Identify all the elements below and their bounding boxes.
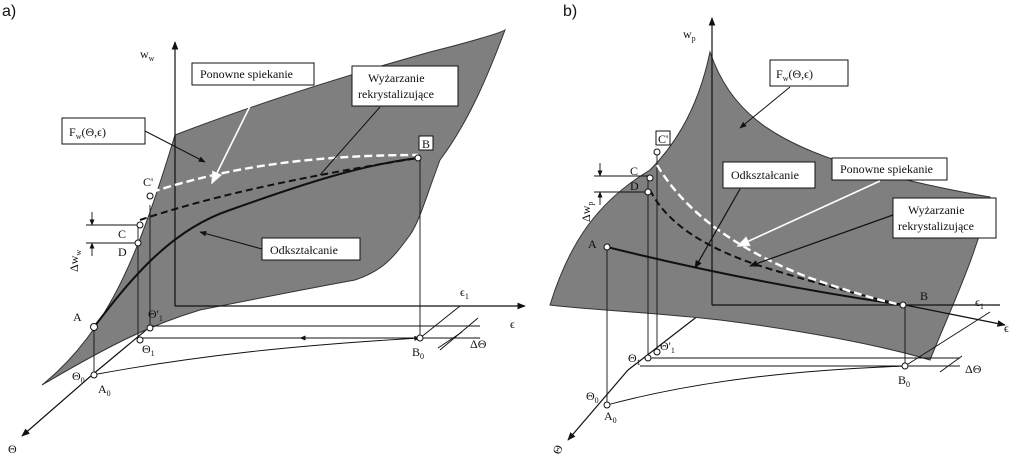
panel-a-pointer-deformation <box>199 230 263 250</box>
panel-a: a) ww ϵ ϵ1 Θ <box>2 3 526 456</box>
panel-b-point-B <box>899 301 907 309</box>
panel-a-label-B: B <box>422 137 430 151</box>
panel-b-label-Cp-box <box>655 130 671 146</box>
panel-a-label-delta-theta: ΔΘ <box>470 337 487 351</box>
panel-b-deformation-curve <box>606 246 904 306</box>
panel-b-box-recryst-line1: Wyżarzanie <box>908 203 965 217</box>
panel-a-label-C: C <box>118 227 126 241</box>
panel-a-box-surface <box>61 117 146 145</box>
panel-a-label: a) <box>2 3 16 20</box>
panel-b-floor-diag <box>904 311 991 367</box>
panel-b-point-Cp <box>653 148 661 156</box>
panel-b-pointer-surface <box>739 86 791 129</box>
panel-a-x-axis-label: ϵ <box>510 317 515 331</box>
panel-a-recryst-curve <box>139 157 419 221</box>
panel-b-box-recryst <box>892 197 997 239</box>
panel-b-point-D <box>644 188 652 196</box>
panel-b-label-D: D <box>630 179 639 193</box>
panel-a-box-resintering <box>191 62 315 86</box>
panel-a-eps1-label: ϵ1 <box>460 285 469 301</box>
panel-a-label-theta0: Θ0 <box>72 369 85 385</box>
panel-a-label-B-box <box>418 135 434 151</box>
panel-b-box-resintering <box>831 157 948 181</box>
panel-a-pointer-recryst <box>319 106 381 176</box>
panel-a-box-resintering-text: Ponowne spiekanie <box>200 67 293 81</box>
panel-a-delta-theta-tick <box>437 331 463 349</box>
panel-a-floor-diag-1 <box>419 305 461 339</box>
panel-a-vertical-axis-label: ww <box>140 47 155 63</box>
panel-a-label-B0: B0 <box>412 345 424 361</box>
panel-a-label-delta-w: Δww <box>67 250 83 272</box>
panel-b-label-B0: B0 <box>898 373 910 389</box>
panel-a-label-theta1: Θ1 <box>142 342 155 358</box>
panel-a-box-recryst <box>351 65 459 107</box>
panel-a-point-theta1 <box>136 336 144 344</box>
panel-b-point-B0 <box>901 362 909 370</box>
panel-b-depth-axis <box>567 369 629 441</box>
panel-b-label-theta1p: Θ'1 <box>660 339 675 355</box>
panel-b-label-delta-w: Δwp <box>579 202 595 222</box>
panel-a-pointer-resintering <box>212 85 261 183</box>
panel-b: b) wp ϵ ϵ1 Θ <box>549 3 1009 456</box>
panel-a-point-A0 <box>90 371 98 379</box>
panel-b-vertical-axis-label: wp <box>683 27 696 43</box>
panel-a-point-theta1p <box>146 324 154 332</box>
panel-b-label-delta-theta: ΔΘ <box>965 362 982 376</box>
panel-b-label-A0: A0 <box>604 409 617 425</box>
panel-a-point-Cp <box>146 192 154 200</box>
panel-b-delta-theta-tick <box>939 355 963 373</box>
panel-a-label-theta1p: Θ'1 <box>148 307 163 323</box>
panel-b-label-Cp: C' <box>658 132 668 146</box>
panel-b-point-theta1p <box>653 348 661 356</box>
panel-b-box-surface-text: Fw(Θ,ϵ) <box>776 67 813 83</box>
panel-a-box-recryst-line2: rekrystalizujące <box>358 87 434 101</box>
panel-a-label-D: D <box>118 245 127 259</box>
panel-a-point-B0 <box>416 334 424 342</box>
panel-a-point-C <box>136 221 144 229</box>
panel-b-pointer-deformation <box>694 188 741 269</box>
panel-b-box-deformation-text: Odkształcanie <box>731 168 799 182</box>
panel-b-label: b) <box>563 3 577 20</box>
panel-b-recryst-curve <box>649 189 904 306</box>
panel-b-box-deformation <box>722 161 816 189</box>
panel-a-box-recryst-line1: Wyżarzanie <box>368 71 425 85</box>
panel-b-box-resintering-text: Ponowne spiekanie <box>840 162 933 176</box>
panel-a-point-D <box>134 239 142 247</box>
panel-b-x-axis-ext <box>904 304 1006 327</box>
panel-b-point-C <box>646 174 654 182</box>
panel-b-label-A: A <box>588 237 597 251</box>
panel-a-resintering-curve <box>151 153 419 194</box>
panel-b-point-A0 <box>603 401 611 409</box>
panel-a-label-A: A <box>73 310 82 324</box>
panel-b-x-axis-label: ϵ <box>1004 321 1009 335</box>
panel-a-label-A0: A0 <box>98 382 111 398</box>
panel-a-label-Cp: C' <box>143 175 153 189</box>
panel-b-floor-curve <box>606 365 906 406</box>
panel-b-point-A <box>603 243 611 251</box>
panel-a-depth-axis <box>21 374 93 437</box>
panel-b-pointer-resintering <box>738 180 881 246</box>
panel-a-depth-axis-label: Θ <box>8 442 17 456</box>
panel-b-label-theta1: Θ1 <box>628 351 641 367</box>
panel-a-box-deformation-text: Odkształcanie <box>270 243 338 257</box>
panel-b-label-B: B <box>920 289 928 303</box>
panel-a-deformation-curve <box>93 157 419 328</box>
panel-b-box-surface <box>769 59 849 87</box>
panel-a-point-B <box>414 154 422 162</box>
panel-b-box-recryst-line2: rekrystalizujące <box>898 219 974 233</box>
panel-b-label-theta0: Θ0 <box>586 389 599 405</box>
panel-b-label-C: C <box>630 164 638 178</box>
panel-b-resintering-curve <box>655 164 904 307</box>
panel-a-floor-curve <box>91 335 421 376</box>
panel-b-depth-axis-label: Θ <box>550 443 566 456</box>
panel-b-eps1-label: ϵ1 <box>975 295 984 311</box>
panel-a-box-surface-text: Fw(Θ,ϵ) <box>69 125 106 141</box>
panel-b-point-theta1 <box>644 354 652 362</box>
panel-b-pointer-recryst <box>749 214 894 267</box>
panel-a-pointer-surface <box>144 130 206 163</box>
panel-a-point-A <box>90 323 98 331</box>
